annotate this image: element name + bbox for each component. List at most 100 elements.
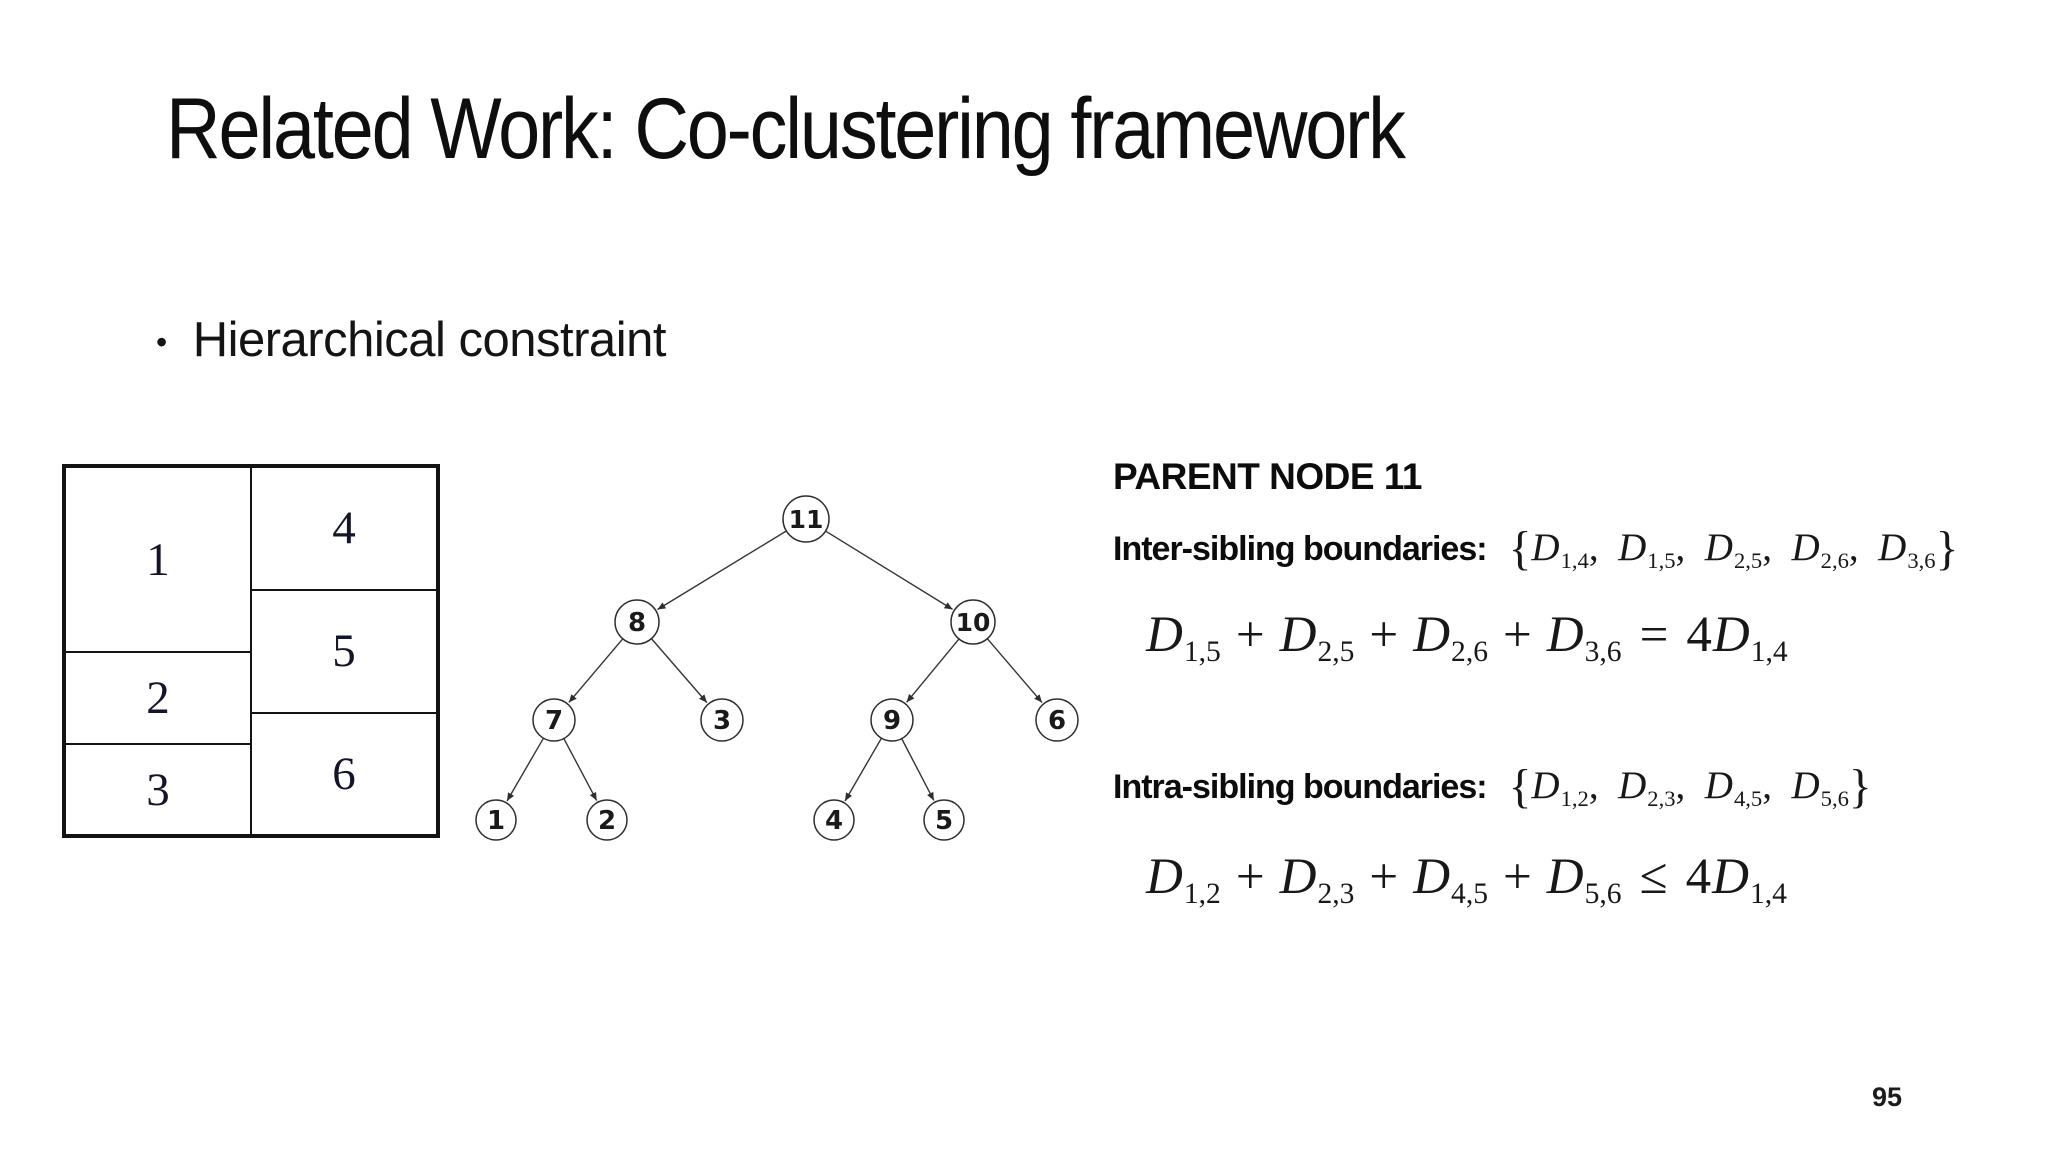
math-variable: D	[1878, 526, 1907, 570]
bullet-text: Hierarchical constraint	[192, 313, 667, 367]
tree-node-7: 7	[532, 698, 576, 742]
math-variable: D	[1531, 764, 1560, 808]
relation-operator: ≤	[1639, 849, 1668, 905]
tree-node-10: 10	[950, 599, 996, 645]
tree-node-label: 9	[883, 706, 901, 736]
set-separator: ,	[1848, 526, 1879, 570]
math-subscript: 5,6	[1820, 785, 1849, 811]
math-term: D4,5	[1704, 764, 1762, 810]
plus-operator: +	[1369, 607, 1399, 663]
grid-cell-3: 3	[65, 744, 251, 835]
math-variable: D	[1413, 607, 1451, 663]
tree-edge-9-4	[844, 737, 883, 802]
set-separator: ,	[1675, 526, 1705, 570]
grid-cell-label: 2	[146, 672, 170, 725]
tree-node-label: 1	[487, 806, 505, 836]
math-variable: D	[1146, 849, 1183, 905]
right-brace: }	[1848, 761, 1872, 813]
math-variable: D	[1712, 849, 1749, 905]
math-variable: D	[1546, 849, 1584, 905]
math-term: D1,5	[1146, 607, 1221, 668]
math-term: D1,4	[1712, 849, 1787, 910]
tree-node-label: 10	[956, 608, 991, 637]
math-term: D4,5	[1413, 849, 1488, 910]
math-subscript: 3,6	[1584, 635, 1622, 668]
tree-node-11: 11	[782, 495, 830, 543]
grid-cell-6: 6	[251, 712, 437, 835]
math-subscript: 1,4	[1750, 635, 1788, 668]
intra-sibling-equation: D1,2+D2,3+D4,5+D5,6≤4D1,4	[1146, 848, 1787, 911]
math-term: D3,6	[1878, 526, 1935, 572]
tree-node-label: 5	[935, 806, 953, 836]
equation-rhs: 4D1,4	[1686, 607, 1787, 668]
intra-sibling-set: {D1,2, D2,3, D4,5, D5,6}	[1509, 761, 1872, 813]
rhs-coefficient: 4	[1686, 607, 1712, 663]
tree-node-4: 4	[813, 799, 855, 841]
math-subscript: 4,5	[1451, 877, 1489, 910]
math-variable: D	[1279, 849, 1317, 905]
set-separator: ,	[1762, 526, 1792, 570]
math-term: D2,6	[1413, 607, 1488, 668]
plus-operator: +	[1369, 849, 1399, 905]
left-brace: {	[1508, 761, 1532, 813]
set-separator: ,	[1675, 764, 1705, 808]
set-separator: ,	[1762, 764, 1792, 808]
inter-sibling-row: Inter-sibling boundaries: {D1,4, D 1,5, D2…	[1113, 522, 1958, 576]
math-subscript: 1,4	[1560, 547, 1589, 573]
math-subscript: 5,6	[1584, 877, 1622, 910]
tree-edge-8-7	[568, 638, 624, 703]
grid-cell-5: 5	[251, 589, 437, 713]
math-subscript: 1,4	[1749, 877, 1787, 910]
slide-title: Related Work: Co-clustering framework	[166, 81, 1406, 177]
tree-edge-10-6	[986, 638, 1043, 703]
math-subscript: 2,5	[1733, 547, 1763, 573]
math-variable: D	[1618, 764, 1647, 808]
math-variable: D	[1546, 607, 1584, 663]
tree-edge-8-3	[650, 638, 708, 704]
relation-operator: =	[1639, 607, 1669, 663]
plus-operator: +	[1503, 849, 1532, 905]
math-term: D1,2	[1531, 764, 1588, 810]
tree-node-5: 5	[923, 799, 965, 841]
math-subscript: 4,5	[1733, 785, 1763, 811]
grid-cell-label: 4	[332, 502, 356, 555]
math-term: D1,2	[1146, 849, 1221, 910]
inter-sibling-equation: D1,5+D2,5+D2,6+D3,6=4D1,4	[1146, 606, 1788, 669]
math-variable: D	[1791, 764, 1820, 808]
tree-edge-10-9	[906, 638, 960, 703]
math-term: D2,3	[1618, 764, 1675, 810]
plus-operator: +	[1235, 849, 1265, 905]
tree-edge-7-1	[506, 737, 545, 802]
inter-sibling-set: {D1,4, D1,5, D2,5, D2,6, D3,6}	[1509, 523, 1959, 575]
intra-sibling-label: Intra-sibling boundaries:	[1113, 768, 1488, 807]
math-variable: D	[1413, 849, 1451, 905]
math-subscript: 2,6	[1820, 547, 1849, 573]
math-variable: D	[1704, 764, 1733, 808]
tree-node-label: 2	[598, 806, 616, 836]
math-subscript: 1,2	[1560, 785, 1589, 811]
math-term: D5,6	[1791, 764, 1848, 810]
math-variable: D	[1712, 607, 1750, 663]
inter-sibling-label: Inter-sibling boundaries:	[1113, 530, 1488, 569]
math-subscript: 2,3	[1647, 785, 1676, 811]
tree-node-label: 11	[789, 505, 824, 534]
bullet-icon: •	[156, 323, 167, 360]
left-brace: {	[1508, 523, 1532, 575]
math-subscript: 1,5	[1647, 547, 1676, 573]
math-term: D1,4	[1531, 526, 1588, 572]
math-term: D2,6	[1791, 526, 1848, 572]
math-subscript: 1,2	[1183, 877, 1221, 910]
grid-cell-1: 1	[65, 467, 251, 653]
tree-edge-7-2	[563, 738, 598, 801]
tree-node-label: 7	[545, 706, 563, 736]
tree-node-label: 3	[713, 706, 731, 736]
equation-rhs: 4D1,4	[1686, 849, 1787, 910]
math-subscript: 1,5	[1183, 635, 1221, 668]
intra-sibling-row: Intra-sibling boundaries:{D1,2, D2,3, D4…	[1113, 760, 1872, 814]
math-term: D2,5	[1705, 526, 1762, 572]
grid-cell-4: 4	[251, 467, 437, 590]
tree-node-label: 8	[628, 608, 646, 638]
plus-operator: +	[1503, 607, 1532, 663]
